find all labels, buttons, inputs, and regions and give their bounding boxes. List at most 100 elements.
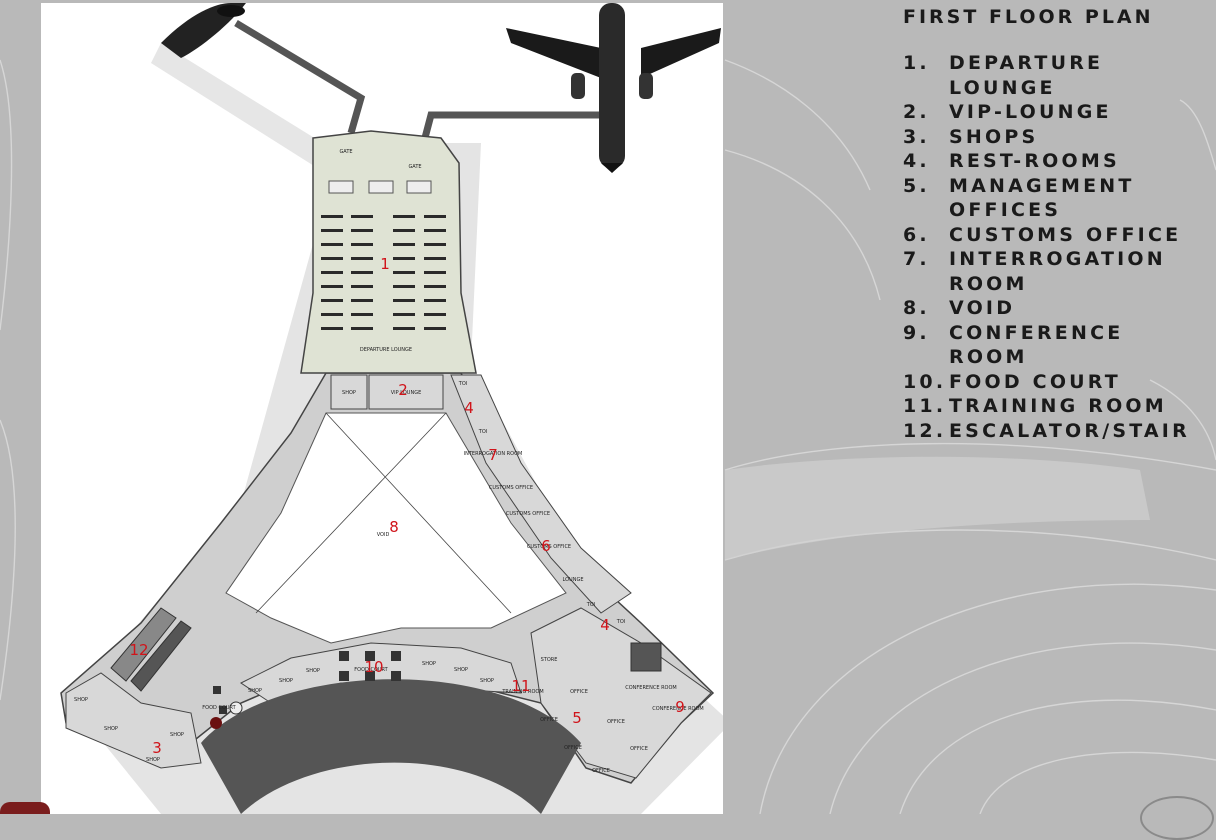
west-shops bbox=[65, 672, 202, 769]
seal-stamp bbox=[1140, 796, 1214, 840]
gate-label: GATE bbox=[408, 164, 421, 170]
office-label: OFFICE bbox=[607, 719, 625, 725]
legend: FIRST FLOOR PLAN 1. DEPARTURE LOUNGE 2. VI… bbox=[903, 4, 1208, 443]
legend-number: 3. bbox=[903, 125, 930, 148]
conference-label: CONFERENCE ROOM bbox=[652, 706, 703, 712]
jetway-left bbox=[234, 19, 366, 134]
shop-label: SHOP bbox=[170, 732, 184, 738]
office-label: OFFICE bbox=[570, 689, 588, 695]
legend-item: 1. DEPARTURE LOUNGE bbox=[903, 51, 1208, 100]
airplane-icon bbox=[506, 3, 721, 173]
office-label: OFFICE bbox=[592, 768, 610, 774]
background-contours bbox=[0, 59, 1216, 814]
shop-label: SHOP bbox=[104, 726, 118, 732]
escalator-stair bbox=[110, 607, 192, 692]
legend-label: MANAGEMENT OFFICES bbox=[949, 174, 1135, 222]
toi-label: TOI bbox=[478, 429, 487, 435]
shop-label: SHOP bbox=[146, 757, 160, 763]
toi-label: TOI bbox=[616, 619, 625, 625]
shop-label: SHOP bbox=[422, 661, 436, 667]
marker-4: 4 bbox=[464, 399, 474, 417]
legend-number: 1. bbox=[903, 52, 930, 74]
marker-5: 5 bbox=[572, 709, 582, 727]
legend-item: 10.FOOD COURT bbox=[903, 370, 1208, 395]
legend-label: INTERROGATION ROOM bbox=[949, 248, 1166, 295]
legend-number: 8. bbox=[903, 297, 930, 319]
marker-10: 10 bbox=[364, 658, 383, 676]
marker-4: 4 bbox=[600, 616, 610, 634]
legend-label: FOOD COURT bbox=[949, 370, 1121, 393]
legend-list: 1.DEPARTURE LOUNGE 2.VIP-LOUNGE 3.SHOPS … bbox=[903, 51, 1208, 443]
interrogation-label: INTERROGATION ROOM bbox=[464, 451, 523, 457]
legend-item: 8. VOID bbox=[903, 296, 1208, 321]
legend-label: CONFERENCE ROOM bbox=[949, 321, 1124, 369]
legend-item: 6. CUSTOMS OFFICE bbox=[903, 223, 1208, 248]
shop-label: SHOP bbox=[306, 668, 320, 674]
east-rooms bbox=[450, 374, 632, 614]
shop-label: SHOP bbox=[74, 697, 88, 703]
legend-number: 11. bbox=[903, 395, 947, 417]
legend-item: 9.CONFERENCE ROOM bbox=[903, 321, 1208, 370]
office-label: OFFICE bbox=[564, 745, 582, 751]
legend-label: VOID bbox=[949, 297, 1016, 319]
training-label: TRAINING ROOM bbox=[501, 689, 543, 695]
departure-lounge-area bbox=[300, 130, 477, 374]
shop-label: SHOP bbox=[454, 667, 468, 673]
legend-number: 7. bbox=[903, 248, 930, 270]
legend-number: 10. bbox=[903, 370, 947, 393]
legend-number: 12. bbox=[903, 419, 947, 442]
store-label: STORE bbox=[541, 657, 558, 663]
food-court-label: FOOD COURT bbox=[354, 667, 388, 673]
office-label: OFFICE bbox=[540, 717, 558, 723]
legend-item: 12.ESCALATOR/STAIR bbox=[903, 419, 1208, 444]
toi-label: TOI bbox=[586, 602, 595, 608]
shop-label: SHOP bbox=[248, 688, 262, 694]
shop-label: SHOP bbox=[279, 678, 293, 684]
marker-2: 2 bbox=[398, 381, 408, 399]
legend-item: 11.TRAINING ROOM bbox=[903, 394, 1208, 419]
shop-label: SHOP bbox=[480, 678, 494, 684]
vip-lounge-label: VIP LOUNGE bbox=[391, 390, 421, 396]
void-label: VOID bbox=[377, 532, 390, 538]
legend-label: DEPARTURE LOUNGE bbox=[949, 52, 1104, 99]
airplane-icon bbox=[161, 3, 246, 58]
customs-label: CUSTOMS OFFICE bbox=[506, 511, 550, 517]
marker-9: 9 bbox=[675, 698, 685, 716]
legend-label: ESCALATOR/STAIR bbox=[949, 419, 1190, 442]
gate-label: GATE bbox=[339, 149, 352, 155]
legend-label: SHOPS bbox=[949, 125, 1039, 148]
floor-plan-panel: GATE GATE DEPARTURE LOUNGE SHOP VIP LOUN… bbox=[41, 3, 723, 814]
legend-item: 4.REST-ROOMS bbox=[903, 149, 1208, 174]
void-area bbox=[225, 412, 567, 644]
corner-logo-mark bbox=[0, 802, 50, 814]
marker-6: 6 bbox=[541, 537, 551, 555]
marker-1: 1 bbox=[380, 255, 390, 273]
departure-lounge-label: DEPARTURE LOUNGE bbox=[360, 347, 412, 353]
legend-item: 5. MANAGEMENT OFFICES bbox=[903, 174, 1208, 223]
food-court-label: FOOD COURT bbox=[202, 705, 236, 711]
marker-11: 11 bbox=[511, 677, 530, 695]
legend-item: 3. SHOPS bbox=[903, 125, 1208, 150]
legend-number: 2. bbox=[903, 101, 930, 123]
marker-12: 12 bbox=[129, 641, 148, 659]
legend-number: 6. bbox=[903, 223, 930, 246]
conference-label: CONFERENCE ROOM bbox=[625, 685, 676, 691]
marker-3: 3 bbox=[152, 739, 162, 757]
lounge-label: LOUNGE bbox=[563, 577, 584, 583]
legend-label: CUSTOMS OFFICE bbox=[949, 223, 1182, 246]
apron bbox=[201, 679, 581, 814]
marker-7: 7 bbox=[488, 446, 498, 464]
legend-title: FIRST FLOOR PLAN bbox=[903, 6, 1154, 28]
customs-label: CUSTOMS OFFICE bbox=[527, 544, 571, 550]
marker-8: 8 bbox=[389, 518, 399, 536]
legend-number: 4. bbox=[903, 150, 930, 172]
legend-item: 7. INTERROGATION ROOM bbox=[903, 247, 1208, 296]
legend-number: 5. bbox=[903, 174, 930, 197]
office-label: OFFICE bbox=[630, 746, 648, 752]
customs-label: CUSTOMS OFFICE bbox=[489, 485, 533, 491]
legend-label: VIP-LOUNGE bbox=[949, 101, 1112, 123]
legend-item: 2. VIP-LOUNGE bbox=[903, 100, 1208, 125]
legend-label: TRAINING ROOM bbox=[949, 395, 1167, 417]
floor-plan-drawing: GATE GATE DEPARTURE LOUNGE SHOP VIP LOUN… bbox=[60, 3, 723, 814]
shop-label: SHOP bbox=[342, 390, 356, 396]
